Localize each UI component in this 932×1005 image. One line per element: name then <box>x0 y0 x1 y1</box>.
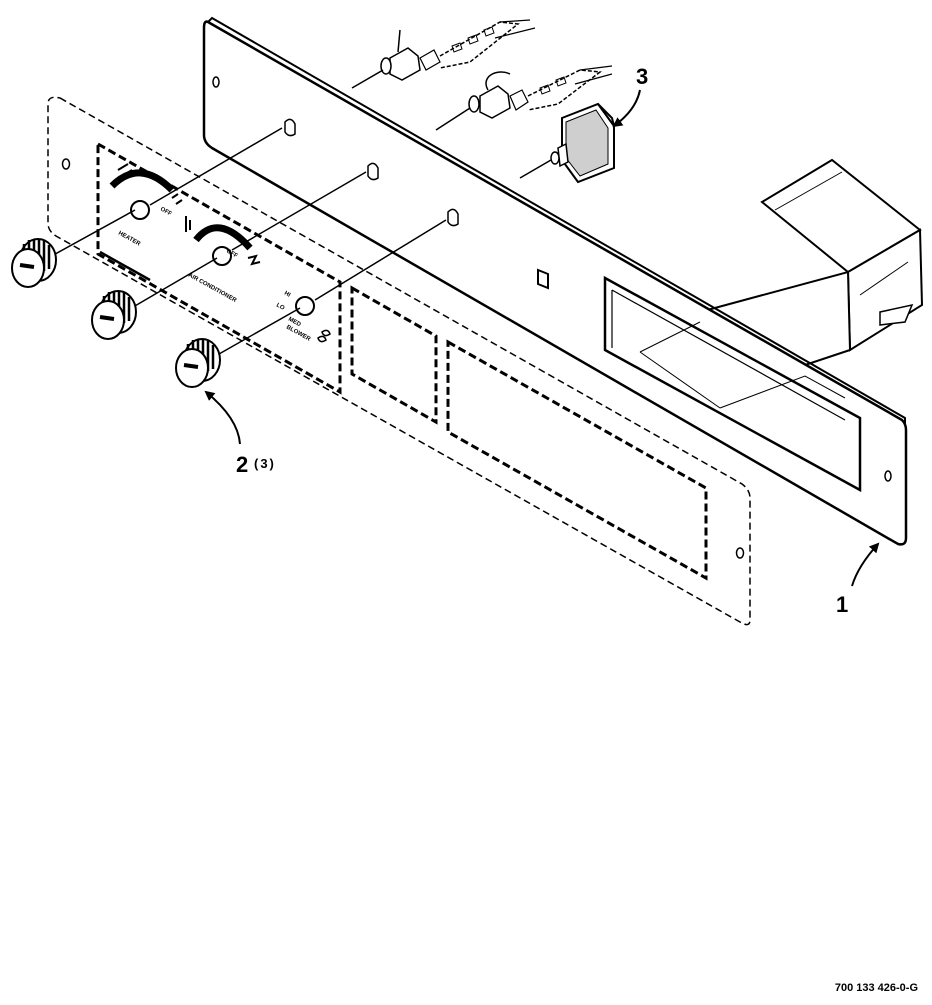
panel-slot <box>537 268 549 290</box>
rocker-switch <box>519 102 615 184</box>
lo-label: LO <box>275 303 285 312</box>
decal-hole <box>61 158 71 170</box>
decal-control-area <box>96 141 342 395</box>
leader-item-2 <box>204 390 241 445</box>
blower-dial-hole <box>295 296 315 316</box>
knob <box>175 338 221 388</box>
panel-cutout <box>603 275 862 493</box>
leader-item-3 <box>612 89 641 128</box>
ac-dial-hole <box>212 246 232 266</box>
callout-item-1: 1 <box>836 592 848 617</box>
knob <box>11 238 57 288</box>
callout-item-2-quantity: (3) <box>254 456 276 471</box>
front-panel-plate <box>202 16 908 546</box>
hi-label: HI <box>283 291 291 299</box>
plate-hole <box>212 76 220 88</box>
callout-item-3: 3 <box>636 64 648 89</box>
off-label-heater: OFF <box>159 207 173 218</box>
decal-window-small <box>350 285 438 425</box>
decal-graphics <box>99 163 331 343</box>
decal-window-large <box>446 339 708 581</box>
plate-hole <box>884 470 892 482</box>
callout-item-2: 2 <box>236 452 248 477</box>
shaft-hole <box>447 208 459 227</box>
figure-id: 700 133 426-0-G <box>834 982 918 994</box>
callout-leaders <box>204 89 880 587</box>
heater-dial-hole <box>130 200 150 220</box>
off-label-ac: OFF <box>225 249 239 260</box>
wire-harness <box>351 19 613 131</box>
decal-hole <box>735 547 745 559</box>
leader-item-1 <box>851 542 880 587</box>
shaft-hole <box>284 118 296 137</box>
knob-explosion-lines <box>47 127 447 359</box>
shaft-hole <box>367 162 379 181</box>
knob <box>91 290 137 340</box>
